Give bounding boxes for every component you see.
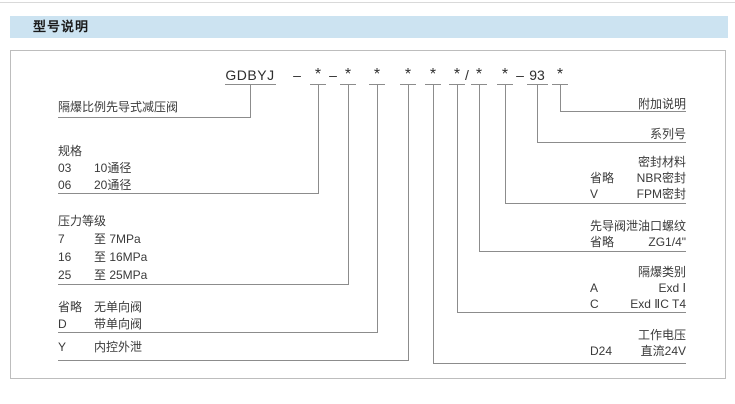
- option-code: 03: [58, 161, 72, 175]
- label-group-check-valve: 省略 无单向阀 D 带单向阀: [58, 299, 142, 333]
- option-code: 06: [58, 178, 72, 192]
- model-code-star-drain: *: [404, 66, 412, 83]
- option-desc: Exd Ⅰ: [658, 281, 686, 295]
- valve-name: 隔爆比例先导式减压阀: [58, 100, 179, 114]
- leader-size: [58, 84, 319, 194]
- option-code: 省略: [590, 171, 615, 185]
- option-desc: ZG1/4": [648, 235, 686, 249]
- option-desc: 至 16MPa: [94, 250, 148, 264]
- model-code-star-note: *: [556, 66, 564, 83]
- option-code: 省略: [58, 300, 83, 314]
- model-code-slash: /: [465, 67, 469, 83]
- group-title: 压力等级: [58, 214, 107, 228]
- option-row: C Exd ⅡC T4: [590, 296, 686, 312]
- option-row: 省略 ZG1/4": [590, 234, 686, 250]
- group-title: 工作电压: [637, 328, 686, 342]
- label-group-voltage: 工作电压 D24 直流24V: [590, 327, 686, 359]
- model-code-star-check-valve: *: [373, 66, 381, 83]
- option-desc: 内控外泄: [94, 340, 143, 354]
- leader-valve-name: [58, 84, 251, 118]
- option-code: Y: [58, 340, 67, 354]
- leader-extra-note: [560, 84, 686, 112]
- group-title: 规格: [58, 144, 83, 158]
- top-divider: [0, 2, 735, 3]
- option-desc: 无单向阀: [94, 300, 143, 314]
- option-row: D24 直流24V: [590, 343, 686, 359]
- model-code-star-seal: *: [501, 66, 509, 83]
- label-group-pilot-thread: 先导阀泄油口螺纹 省略 ZG1/4": [590, 218, 686, 250]
- option-code: C: [590, 297, 599, 311]
- label-group-exproof-class: 隔爆类别 A Exd Ⅰ C Exd ⅡC T4: [590, 264, 686, 312]
- model-code-star-thread: *: [475, 66, 483, 83]
- model-code-diagram: [10, 50, 726, 379]
- option-row: 06 20通径: [58, 177, 131, 194]
- option-code: 7: [58, 232, 65, 246]
- label-group-valve-name: 隔爆比例先导式减压阀: [58, 99, 178, 116]
- model-code-dash: –: [516, 67, 524, 83]
- model-code-series-letters: GDBYJ: [225, 67, 275, 83]
- option-desc: FPM密封: [636, 187, 686, 201]
- group-title: 系列号: [649, 127, 686, 141]
- model-code-series-number: 93: [529, 67, 545, 83]
- model-code-star-exproof: *: [453, 66, 461, 83]
- leader-pilot-thread: [479, 84, 686, 252]
- section-header: 型号说明: [10, 16, 728, 38]
- option-code: D24: [590, 344, 613, 358]
- leader-pressure: [58, 84, 349, 285]
- option-row: 省略 无单向阀: [58, 299, 142, 316]
- option-row: 7 至 7MPa: [58, 230, 147, 248]
- group-title: 隔爆类别: [637, 265, 686, 279]
- model-code-star-pressure: *: [344, 66, 352, 83]
- group-title: 先导阀泄油口螺纹: [589, 219, 686, 233]
- label-group-extra-note: 附加说明: [638, 96, 686, 112]
- option-code: A: [590, 281, 599, 295]
- leader-seal-material: [505, 84, 686, 204]
- option-row: 16 至 16MPa: [58, 248, 147, 266]
- option-row: 25 至 25MPa: [58, 266, 147, 284]
- option-row: 省略 NBR密封: [590, 170, 686, 186]
- model-code-dash: –: [293, 67, 301, 83]
- option-row: Y 内控外泄: [58, 339, 142, 356]
- option-desc: 至 7MPa: [94, 232, 141, 246]
- option-code: 25: [58, 268, 72, 282]
- leader-series-no: [537, 84, 686, 143]
- label-group-seal-material: 密封材料 省略 NBR密封 V FPM密封: [590, 154, 686, 202]
- option-desc: 带单向阀: [94, 317, 143, 331]
- leader-check-valve: [58, 84, 378, 333]
- option-code: 省略: [590, 235, 615, 249]
- group-title: 密封材料: [637, 155, 686, 169]
- group-title: 附加说明: [637, 97, 686, 111]
- option-code: 16: [58, 250, 72, 264]
- leader-exproof-class: [457, 84, 686, 313]
- model-code-star-size: *: [314, 66, 322, 83]
- label-group-series-no: 系列号: [650, 126, 686, 142]
- option-code: D: [58, 317, 67, 331]
- option-row: V FPM密封: [590, 186, 686, 202]
- label-group-drain-type: Y 内控外泄: [58, 339, 142, 356]
- leader-voltage: [433, 84, 686, 364]
- option-desc: NBR密封: [636, 171, 686, 185]
- option-row: 03 10通径: [58, 160, 131, 177]
- option-desc: 10通径: [94, 161, 132, 175]
- option-desc: Exd ⅡC T4: [630, 297, 686, 311]
- option-code: V: [590, 187, 599, 201]
- option-row: A Exd Ⅰ: [590, 280, 686, 296]
- option-desc: 直流24V: [640, 344, 686, 358]
- model-code-dash: –: [329, 67, 337, 83]
- section-title: 型号说明: [33, 19, 90, 34]
- label-group-pressure: 压力等级 7 至 7MPa 16 至 16MPa 25 至 25MPa: [58, 212, 147, 284]
- option-desc: 20通径: [94, 178, 132, 192]
- label-group-size: 规格 03 10通径 06 20通径: [58, 143, 131, 194]
- option-desc: 至 25MPa: [94, 268, 148, 282]
- leader-drain-type: [58, 84, 409, 361]
- option-row: D 带单向阀: [58, 316, 142, 333]
- model-code-star-voltage: *: [429, 66, 437, 83]
